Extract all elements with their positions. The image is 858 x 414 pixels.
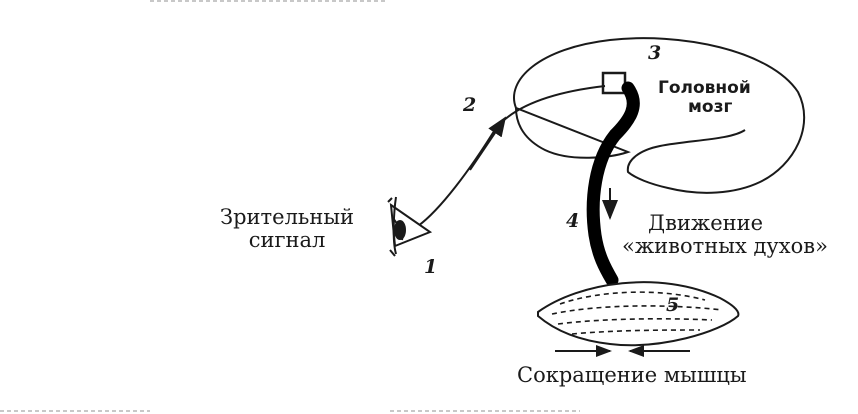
number-4: 4: [566, 210, 580, 232]
contraction-text: Сокращение мышцы: [517, 363, 747, 387]
number-5: 5: [666, 294, 680, 316]
contraction-label: Сокращение мышцы: [517, 363, 747, 387]
movement-label: Движение«животных духов»: [622, 211, 842, 259]
movement-text: Движение«животных духов»: [622, 211, 828, 259]
eye-icon: [387, 196, 433, 257]
optic-nerve-arrow: [469, 116, 507, 171]
pineal-gland-square: [601, 71, 627, 95]
nerve-to-muscle-thick: [586, 81, 640, 287]
scan-artifact-lines: [0, 0, 580, 412]
muscle-shape: [537, 281, 740, 347]
number-1: 1: [424, 256, 438, 278]
number-3: 3: [648, 42, 662, 64]
number-2: 2: [463, 94, 477, 116]
optic-nerve-path: [417, 85, 606, 227]
